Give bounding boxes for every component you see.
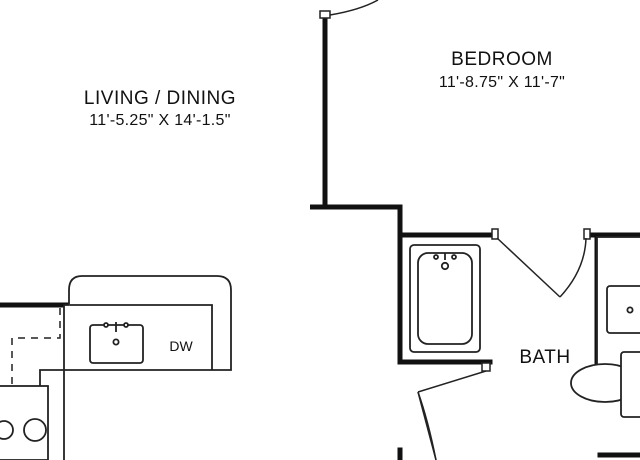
closet-door-arc bbox=[417, 391, 437, 460]
bath-left-wall bbox=[397, 232, 493, 365]
kitchen-knob-right bbox=[123, 322, 129, 328]
range bbox=[0, 385, 49, 460]
doors bbox=[329, 0, 587, 460]
bath-door-leaf bbox=[496, 237, 561, 298]
burner-front-left bbox=[0, 420, 14, 440]
bath-door-jamb-right bbox=[583, 228, 591, 240]
bath-name: BATH bbox=[519, 347, 570, 368]
bathtub-knob-left bbox=[433, 254, 439, 260]
bath-vanity bbox=[596, 236, 640, 372]
living-dining-name: LIVING / DINING bbox=[84, 88, 236, 109]
upper-cabinet-dashed bbox=[11, 308, 61, 385]
vanity-sink bbox=[606, 285, 640, 334]
counter-outline bbox=[39, 275, 232, 460]
kitchen-faucet bbox=[112, 338, 120, 346]
bedroom-dimensions: 11'-8.75" X 11'-7" bbox=[439, 74, 565, 91]
dishwasher-label: DW bbox=[169, 338, 193, 354]
bathtub-drain bbox=[440, 261, 450, 271]
bath-lower-door-jamb bbox=[481, 362, 491, 372]
closet-door-leaf bbox=[417, 370, 487, 393]
kitchen-counter bbox=[39, 275, 232, 460]
bathtub-knob-right bbox=[451, 254, 457, 260]
bedroom-door-jamb bbox=[319, 10, 331, 19]
bathtub bbox=[409, 244, 481, 353]
toilet-tank bbox=[620, 351, 640, 418]
burner-front-right bbox=[23, 418, 47, 442]
vanity-drain bbox=[626, 306, 634, 314]
bath-door-swing bbox=[559, 237, 587, 298]
counter-top bbox=[70, 304, 213, 370]
labels: LIVING / DINING 11'-5.25" X 14'-1.5" BED… bbox=[84, 49, 570, 368]
bedroom-door-swing bbox=[329, 0, 379, 16]
bedroom-living-wall bbox=[310, 12, 403, 363]
living-dining-dimensions: 11'-5.25" X 14'-1.5" bbox=[89, 112, 230, 129]
bedroom-name: BEDROOM bbox=[451, 49, 553, 70]
door-jambs bbox=[319, 10, 591, 372]
kitchen-knob-left bbox=[103, 322, 109, 328]
dashed-cabinets bbox=[11, 308, 61, 385]
bath-door-jamb-left bbox=[491, 228, 499, 240]
toilet bbox=[570, 351, 640, 418]
